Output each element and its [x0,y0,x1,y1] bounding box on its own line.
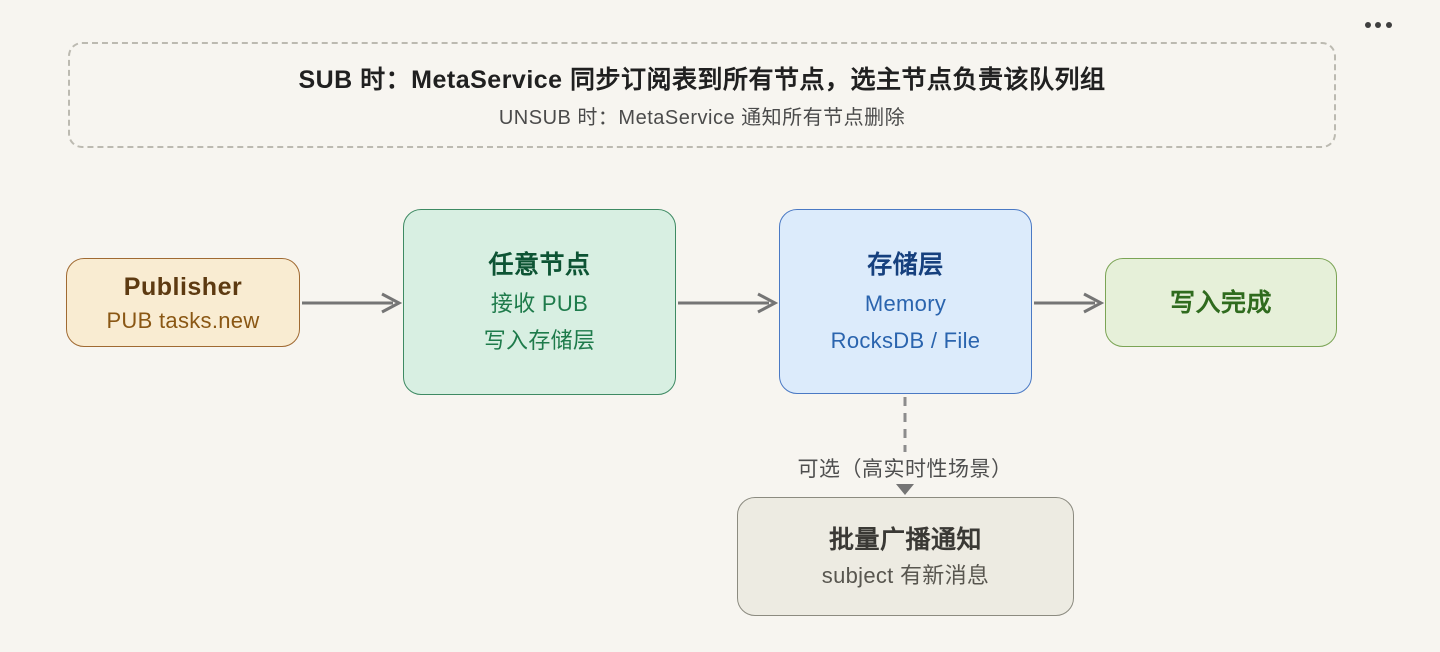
node-any-node-line: 接收 PUB [490,291,589,316]
node-any-node-title: 任意节点 [488,251,591,279]
note-title: SUB 时：MetaService 同步订阅表到所有节点，选主节点负责该队列组 [298,66,1106,94]
node-write-done: 写入完成 [1105,258,1337,347]
ellipsis-icon [1364,22,1392,28]
note-subtitle: UNSUB 时：MetaService 通知所有节点删除 [498,107,906,129]
node-storage-line: RocksDB / File [830,327,981,353]
node-any-node: 任意节点 接收 PUB 写入存储层 [403,209,676,395]
node-publisher-title: Publisher [123,273,243,301]
node-broadcast-subtitle: subject 有新消息 [821,563,990,588]
node-storage-title: 存储层 [867,250,944,279]
node-storage: 存储层 Memory RocksDB / File [779,209,1032,394]
arrow-publisher-to-any-node [302,292,403,314]
node-broadcast: 批量广播通知 subject 有新消息 [737,497,1074,616]
arrow-storage-to-done [1034,292,1105,314]
node-storage-line: Memory [864,290,947,316]
more-menu-button[interactable] [1356,12,1400,38]
node-publisher: Publisher PUB tasks.new [66,258,300,347]
node-broadcast-title: 批量广播通知 [828,526,982,554]
node-any-node-line: 写入存储层 [483,328,596,353]
optional-edge-label: 可选（高实时性场景） [797,458,1013,481]
node-write-done-title: 写入完成 [1169,288,1272,317]
arrow-any-node-to-storage [678,292,779,314]
node-publisher-subtitle: PUB tasks.new [106,308,260,333]
note-box: SUB 时：MetaService 同步订阅表到所有节点，选主节点负责该队列组 … [68,42,1336,148]
